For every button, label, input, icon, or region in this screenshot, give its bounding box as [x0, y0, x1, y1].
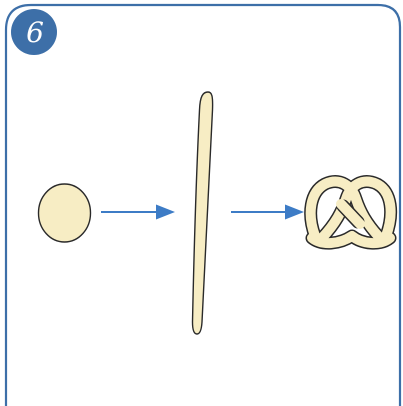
step-number: 6: [26, 16, 44, 49]
arrow-ball-to-rope: [101, 204, 175, 220]
arrow-rope-to-pretzel: [231, 204, 304, 220]
step-badge: 6: [11, 9, 57, 55]
dough-ball-icon: [37, 183, 92, 243]
dough-rope-icon: [191, 91, 214, 335]
pretzel-icon: [304, 175, 398, 250]
card-frame: [4, 3, 402, 406]
